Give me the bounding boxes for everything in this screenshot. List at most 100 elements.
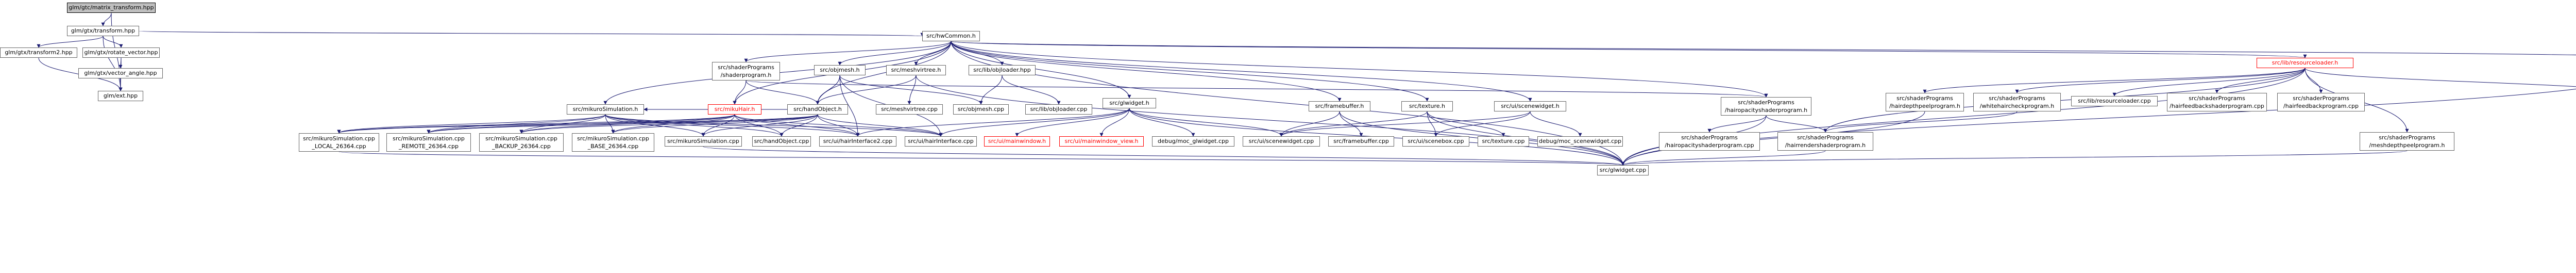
dependency-edge xyxy=(1129,108,1195,137)
dependency-edge xyxy=(605,114,943,137)
graph-node[interactable]: src/ui/scenebox.cpp xyxy=(1402,136,1469,147)
dependency-edge xyxy=(703,146,1624,166)
graph-node[interactable]: src/ui/hairInterface.cpp xyxy=(905,136,977,147)
dependency-edge xyxy=(1823,68,2306,133)
graph-node[interactable]: src/mikuroSimulation.cpp _BASE_26364.cpp xyxy=(572,133,654,152)
graph-node[interactable]: src/mikuHair.h xyxy=(708,104,761,115)
dependency-edge xyxy=(1279,111,1428,137)
dependency-edge xyxy=(37,36,104,48)
graph-node[interactable]: src/objmesh.cpp xyxy=(953,104,1009,115)
graph-node[interactable]: src/shaderPrograms /hairdepthpeelprogram… xyxy=(1886,93,1964,111)
dependency-edge xyxy=(951,41,1532,102)
dependency-edge xyxy=(1621,111,1925,166)
graph-node[interactable]: src/meshvirtree.cpp xyxy=(876,104,943,115)
graph-node[interactable]: glm/gtx/transform2.hpp xyxy=(0,47,77,58)
graph-node[interactable]: debug/moc_glwidget.cpp xyxy=(1152,136,1234,147)
graph-node[interactable]: src/shaderPrograms /hairopacityshaderpro… xyxy=(1721,97,1811,116)
graph-node[interactable]: src/handObject.cpp xyxy=(752,136,811,147)
dependency-edge xyxy=(733,80,747,105)
dependency-edge xyxy=(338,151,1624,166)
dependency-edge xyxy=(838,41,952,66)
graph-node[interactable]: src/mikuroSimulation.h xyxy=(567,104,644,115)
graph-node[interactable]: src/meshvirtree.h xyxy=(886,65,946,75)
dependency-edge xyxy=(745,80,1768,98)
graph-node[interactable]: src/ui/hairInterface2.cpp xyxy=(819,136,896,147)
graph-node[interactable]: glm/gtx/rotate_vector.hpp xyxy=(82,47,160,58)
graph-node[interactable]: src/shaderPrograms /hairrendershaderprog… xyxy=(1777,132,1873,151)
graph-node[interactable]: src/shaderPrograms /hairfeedbackprogram.… xyxy=(2277,93,2365,111)
graph-node[interactable]: src/mikuroSimulation.cpp _LOCAL_26364.cp… xyxy=(299,133,379,152)
dependency-edge xyxy=(839,75,860,137)
graph-node[interactable]: src/hwCommon.h xyxy=(922,31,980,41)
dependency-edge xyxy=(605,114,860,137)
dependency-edge xyxy=(337,114,818,134)
graph-node[interactable]: src/mikuroSimulation.cpp _REMOTE_26364.c… xyxy=(386,133,471,152)
dependency-edge xyxy=(1279,111,1531,137)
dependency-edge xyxy=(427,114,818,134)
dependency-edge xyxy=(907,75,917,105)
graph-node[interactable]: src/glwidget.h xyxy=(1103,98,1156,108)
dependency-edge xyxy=(1530,111,1582,137)
dependency-edge xyxy=(1434,111,1531,137)
graph-node[interactable]: src/texture.h xyxy=(1401,101,1453,111)
graph-node[interactable]: src/ui/mainwindow_view.h xyxy=(1059,136,1144,147)
graph-node[interactable]: glm/gtx/vector_angle.hpp xyxy=(78,68,163,78)
dependency-edge xyxy=(816,75,917,105)
dependency-edge xyxy=(1621,150,1826,166)
graph-node[interactable]: src/lib/objloader.cpp xyxy=(1025,104,1092,115)
dependency-edge xyxy=(939,108,1130,137)
dependency-edge xyxy=(701,114,818,137)
dependency-edge xyxy=(1002,75,1061,105)
dependency-edge xyxy=(427,114,606,134)
dependency-edge xyxy=(856,108,1130,137)
dependency-edge xyxy=(1339,111,1363,137)
dependency-edge xyxy=(951,41,2307,58)
dependency-edge xyxy=(1621,150,2408,166)
dependency-edge xyxy=(101,12,112,26)
dependency-edge xyxy=(103,36,123,91)
dependency-edge xyxy=(779,114,818,137)
graph-node[interactable]: src/framebuffer.h xyxy=(1309,101,1370,111)
dependency-edge xyxy=(951,41,1131,99)
dependency-edge xyxy=(816,41,952,105)
graph-node[interactable]: src/mikuroSimulation.cpp xyxy=(665,136,742,147)
dependency-edge xyxy=(816,75,840,105)
graph-node[interactable]: src/mikuroSimulation.cpp _BACKUP_26364.c… xyxy=(479,133,564,152)
dependency-edge xyxy=(2015,68,2306,93)
graph-node[interactable]: glm/gtc/matrix_transform.hpp xyxy=(67,3,156,13)
graph-node[interactable]: src/lib/objloader.hpp xyxy=(969,65,1036,75)
graph-node[interactable]: glm/ext.hpp xyxy=(98,91,143,101)
dependency-edge xyxy=(1427,111,1505,137)
graph-node[interactable]: debug/moc_scenewidget.cpp xyxy=(1537,136,1623,147)
dependency-edge xyxy=(839,75,983,105)
dependency-edge xyxy=(1923,68,2306,93)
graph-node[interactable]: src/ui/scenewidget.h xyxy=(1494,101,1566,111)
graph-node[interactable]: src/handObject.h xyxy=(787,104,848,115)
graph-node[interactable]: src/shaderPrograms /whitehaircheckprogra… xyxy=(1973,93,2061,111)
graph-node[interactable]: src/shaderPrograms /shaderprogram.h xyxy=(712,62,780,81)
dependency-edge xyxy=(2112,68,2306,97)
graph-node[interactable]: src/shaderPrograms /meshdepthpeelprogram… xyxy=(2360,132,2454,151)
graph-node[interactable]: src/shaderPrograms /hairopacityshaderpro… xyxy=(1659,132,1760,151)
dependency-edge xyxy=(2304,68,2323,93)
dependency-edge xyxy=(734,114,860,137)
graph-node[interactable]: glm/gtx/transform.hpp xyxy=(67,26,139,36)
dependency-edge xyxy=(1279,111,1340,137)
dependency-edge xyxy=(951,41,1342,102)
graph-node[interactable]: src/ui/mainwindow.h xyxy=(984,136,1050,147)
dependency-edge xyxy=(1823,111,2018,133)
graph-node[interactable]: src/lib/resourceloader.cpp xyxy=(2071,96,2158,106)
graph-node[interactable]: src/ui/scenewidget.cpp xyxy=(1243,136,1320,147)
graph-node[interactable]: src/lib/resourceloader.h xyxy=(2257,58,2353,68)
graph-node[interactable]: src/framebuffer.cpp xyxy=(1328,136,1394,147)
graph-node[interactable]: src/glwidget.cpp xyxy=(1597,165,1649,175)
dependency-edge xyxy=(139,30,923,37)
graph-node[interactable]: src/shaderPrograms /hairfeedbackshaderpr… xyxy=(2167,93,2267,111)
dependency-edge xyxy=(103,36,123,48)
graph-node[interactable]: src/objmesh.h xyxy=(814,65,866,75)
graph-node[interactable]: src/texture.cpp xyxy=(1478,136,1529,147)
dependency-edge xyxy=(519,114,606,134)
dependency-edge xyxy=(605,114,784,137)
dependency-edge xyxy=(979,75,1003,105)
